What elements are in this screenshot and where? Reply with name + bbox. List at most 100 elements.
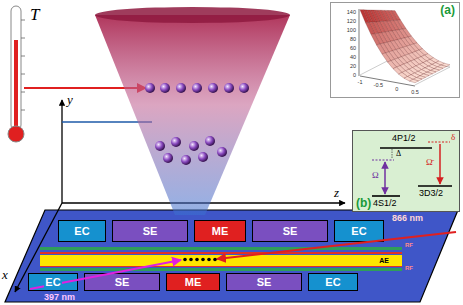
electrode-box: EC — [308, 273, 358, 291]
tick-label: 60 — [350, 45, 356, 51]
y-axis — [61, 100, 62, 203]
beam-label: RF — [405, 265, 413, 272]
plot-axis — [359, 9, 360, 76]
panel-letter: (a) — [439, 4, 456, 17]
ion-dot — [189, 258, 193, 262]
axis-label: y — [67, 93, 73, 108]
level-label: Δ — [396, 149, 401, 158]
coupling-arrow — [439, 144, 441, 184]
level-label: 4S1/2 — [373, 198, 397, 208]
ion-ball — [208, 83, 218, 93]
level-label: Ω — [372, 170, 379, 180]
tick-label: 100 — [347, 27, 356, 33]
electrode-label: EC — [44, 276, 61, 288]
virtual-level — [428, 142, 450, 143]
level-label: δ — [451, 132, 455, 142]
surface-patch — [410, 79, 419, 82]
electrode-box: ME — [166, 273, 220, 291]
ion-dot — [183, 258, 187, 262]
tick-label: 40 — [350, 54, 356, 60]
ion-dot — [201, 258, 205, 262]
beam-label: 866 nm — [392, 213, 423, 223]
electrode-label: SE — [282, 225, 299, 237]
pump-arrow — [384, 162, 386, 194]
plot-axis — [360, 76, 415, 86]
thermometer-tick — [21, 74, 25, 75]
plot-box — [395, 57, 450, 85]
tick-label: 120 — [347, 18, 356, 24]
ion-ball — [189, 141, 199, 151]
thermometer-bulb — [8, 126, 24, 142]
electrode-label: EC — [324, 276, 341, 288]
surface-patch — [371, 34, 380, 45]
electrode-box: EC — [58, 220, 106, 242]
electrode-box: EC — [334, 220, 384, 242]
ion-ball — [176, 83, 186, 93]
electrode-box: SE — [226, 273, 302, 291]
axis-label: T — [30, 5, 39, 25]
ion-dot — [213, 258, 217, 262]
level-label: 4P1/2 — [392, 133, 416, 143]
ion-ball — [198, 152, 208, 162]
ion-ball — [163, 153, 173, 163]
tick-label: -1 — [358, 79, 363, 85]
thermometer-tick — [21, 92, 25, 93]
electrode-box: SE — [112, 220, 188, 242]
ion-ball — [205, 136, 215, 146]
ion-dot — [207, 258, 211, 262]
surface-patch — [388, 61, 397, 69]
ion-ball — [160, 83, 170, 93]
surface-patch — [377, 44, 386, 54]
beam-label: RF — [405, 242, 413, 249]
chip-plate — [5, 210, 458, 302]
level-label: Ω̄ — [426, 157, 433, 167]
tick-label: 0.5 — [411, 89, 419, 95]
thermometer-mercury — [14, 40, 18, 132]
energy-level — [418, 185, 452, 187]
ion-ball — [239, 83, 249, 93]
laser-397 — [30, 260, 181, 289]
level-label: 3D3/2 — [419, 188, 443, 198]
rf-stripe — [40, 268, 402, 271]
electrode-box: EC — [28, 273, 78, 291]
detuning-marker — [392, 149, 393, 159]
ion-ball — [217, 147, 227, 157]
electrode-label: SE — [114, 276, 131, 288]
surface-patch — [382, 53, 391, 62]
electrode-label: EC — [73, 225, 90, 237]
ion-ball — [192, 83, 202, 93]
virtual-level — [372, 160, 394, 161]
electrode-box: SE — [84, 273, 160, 291]
thermometer-tick — [21, 38, 25, 39]
panel-letter: (b) — [355, 197, 372, 210]
energy-level — [372, 195, 400, 197]
ion-ball — [155, 141, 165, 151]
inset-b-ground — [352, 130, 460, 212]
electrode-label: ME — [211, 225, 230, 237]
electrode-label: AE — [378, 256, 390, 265]
tick-label: 20 — [350, 63, 356, 69]
ion-ball — [224, 83, 234, 93]
thermometer-tick — [21, 56, 25, 57]
ion-dot — [195, 258, 199, 262]
axis-label: z — [334, 186, 339, 201]
inset-panel: (a) — [330, 2, 460, 98]
tick-label: 0 — [395, 86, 398, 92]
electrode-label: SE — [256, 276, 273, 288]
ion-ball — [145, 83, 155, 93]
tick-label: -0.5 — [374, 82, 383, 88]
thermometer-tick — [21, 20, 25, 21]
electrode-box: SE — [252, 220, 328, 242]
ion-ball — [181, 155, 191, 165]
electrode-label: ME — [184, 276, 203, 288]
beam-label: 397 nm — [44, 292, 75, 302]
tick-label: 0 — [353, 72, 356, 78]
electrode-label: EC — [350, 225, 367, 237]
electrode-label: SE — [142, 225, 159, 237]
rf-stripe — [40, 252, 402, 254]
energy-level — [380, 147, 432, 149]
laser-866 — [217, 232, 456, 259]
surface-plot — [360, 10, 450, 83]
